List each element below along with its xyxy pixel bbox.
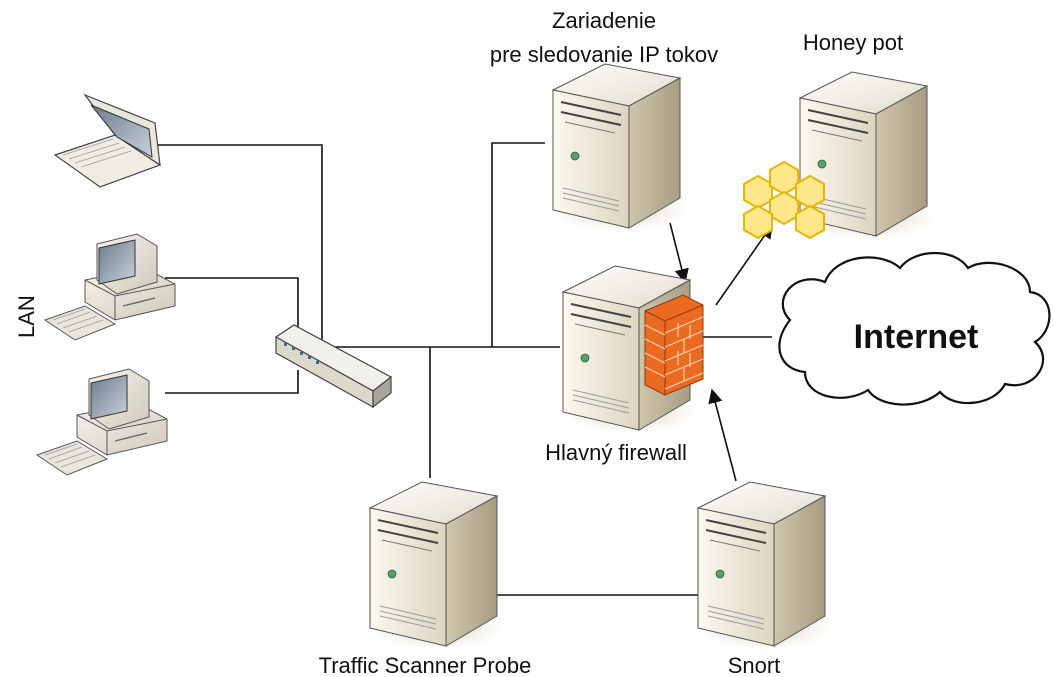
snort-label: Snort bbox=[728, 653, 781, 677]
tower-server-icon bbox=[366, 481, 508, 651]
wire-ip-flow bbox=[491, 142, 545, 347]
wire-pc1 bbox=[165, 277, 299, 335]
arrow-firewall-to-honeypot bbox=[715, 223, 773, 306]
connection-lines bbox=[155, 142, 772, 596]
ip-flow-device-label-line1: Zariadenie bbox=[552, 8, 656, 33]
arrow-snort-to-firewall bbox=[708, 388, 737, 482]
wire-laptop bbox=[155, 144, 323, 348]
tower-server-icon bbox=[694, 481, 836, 651]
desktop-pc-icon bbox=[44, 233, 176, 341]
ip-flow-device-label-line2: pre sledovanie IP tokov bbox=[490, 42, 718, 67]
laptop-icon bbox=[53, 93, 162, 188]
arrow-ipflow-to-firewall bbox=[669, 222, 689, 284]
honeycomb-icon bbox=[743, 160, 825, 240]
brick-firewall-icon bbox=[644, 294, 704, 396]
network-switch-icon bbox=[274, 324, 393, 409]
arrows bbox=[669, 222, 773, 482]
wire-pc2 bbox=[165, 370, 299, 394]
cloud-icon bbox=[778, 251, 1051, 406]
honeypot-label: Honey pot bbox=[803, 30, 903, 55]
desktop-pc-icon bbox=[36, 368, 168, 476]
lan-label: LAN bbox=[14, 295, 39, 338]
firewall-label: Hlavný firewall bbox=[545, 440, 687, 465]
tower-server-icon bbox=[549, 63, 691, 233]
traffic-scanner-label: Traffic Scanner Probe bbox=[319, 653, 532, 677]
internet-label: Internet bbox=[854, 318, 979, 356]
